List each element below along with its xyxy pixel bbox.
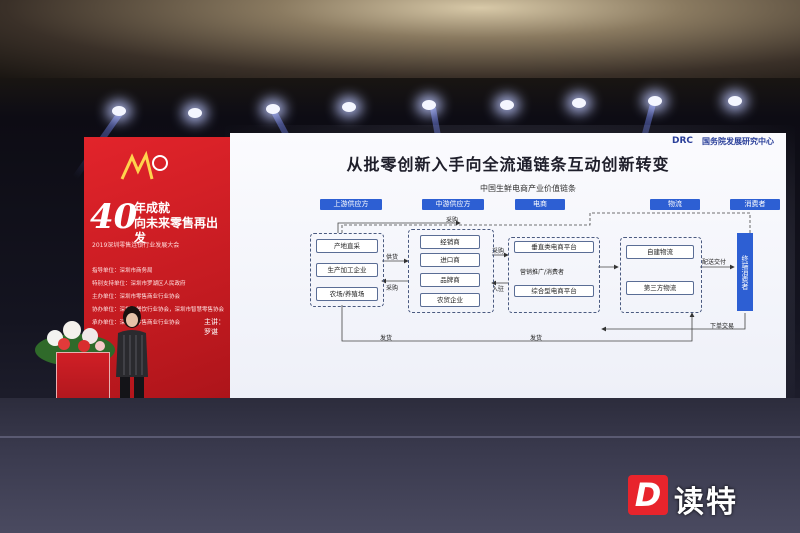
arrow-label-caigou-left: 采购 [386, 285, 399, 292]
banner-title-line2: 向未来零售再出发 [134, 216, 219, 245]
header-midstream: 中游供应方 [422, 199, 484, 210]
watermark-text: 读特 [674, 485, 738, 520]
banner-big-number: 40 [90, 197, 138, 237]
logistics-item: 自建物流 [626, 245, 694, 259]
slide-subtitle: 中国生鲜电商产业价值链条 [480, 184, 576, 193]
ceiling-lights [0, 0, 800, 78]
stage-spotlight [728, 96, 742, 106]
event-logo-icon [120, 150, 168, 180]
stage-spotlight [500, 100, 514, 110]
midstream-item: 农贸企业 [420, 293, 480, 307]
drc-org-name: 国务院发展研究中心 [702, 137, 774, 146]
stage-spotlight [112, 106, 126, 116]
banner-info-line: 协办单位：深圳市餐饮行业协会，深圳市智慧零售协会 [92, 307, 225, 313]
midstream-item: 进口商 [420, 253, 480, 267]
ecommerce-item: 综合型电商平台 [514, 285, 594, 297]
watermark-d-logo: D [628, 475, 668, 515]
stage-spotlight [422, 100, 436, 110]
arrow-label-ruzhu: 入驻 [492, 286, 505, 293]
slide-title: 从批零创新入手向全流通链条互动创新转变 [346, 155, 670, 174]
arrow-label-fahuo-left: 发货 [380, 335, 393, 342]
stage-edge [0, 436, 800, 438]
upstream-item: 农场/养殖场 [316, 287, 378, 301]
flower-arrangement-icon [35, 321, 115, 366]
ecommerce-item: 垂直类电商平台 [514, 241, 594, 253]
stage-spotlight [266, 104, 280, 114]
arrow-label-gonghuo: 供货 [386, 254, 399, 261]
stage-spotlight [188, 108, 202, 118]
midstream-item: 品牌商 [420, 273, 480, 287]
arrow-label-peisong: 配送交付 [702, 259, 727, 266]
dute-watermark: D 读特 [628, 475, 788, 520]
ecommerce-group [508, 237, 600, 313]
logistics-group [620, 237, 702, 313]
stage-spotlight [342, 102, 356, 112]
banner-speaker: 主讲：罗谌 [204, 318, 225, 336]
ecommerce-item: 营销推广/消费者 [520, 269, 565, 276]
end-consumer-box: 终端消费者 [737, 233, 753, 311]
banner-title: 年成就 向未来零售再出发 [134, 201, 226, 246]
banner-info-line: 指导单位：深圳市商务局 [92, 268, 153, 274]
upstream-item: 生产加工企业 [316, 263, 378, 277]
presentation-slide: DRC 国务院发展研究中心 从批零创新入手向全流通链条互动创新转变 中国生鲜电商… [230, 133, 786, 400]
arrow-label-fahuo-right: 发货 [530, 335, 543, 342]
drc-logo: DRC [672, 136, 694, 146]
header-ecommerce: 电商 [515, 199, 565, 210]
upstream-group [310, 233, 384, 307]
header-upstream: 上游供应方 [320, 199, 382, 210]
banner-info-line: 特别支持单位：深圳市罗湖区人民政府 [92, 281, 186, 287]
banner-subtitle: 2019深圳零售连锁行业发展大会 [92, 242, 180, 249]
banner-title-line1: 年成就 [134, 201, 171, 215]
banner-info-line: 主办单位：深圳市零售商业行业协会 [92, 294, 181, 300]
event-banner-screen: 40 年成就 向未来零售再出发 2019深圳零售连锁行业发展大会 指导单位：深圳… [84, 137, 230, 437]
midstream-item: 经销商 [420, 235, 480, 249]
stage-spotlight [648, 96, 662, 106]
arrow-label-xiadan: 下单交易 [710, 323, 735, 330]
header-consumer: 消费者 [730, 199, 780, 210]
logistics-item: 第三方物流 [626, 281, 694, 295]
midstream-group [408, 229, 494, 313]
arrow-label-caigou-mid: 采购 [492, 248, 505, 255]
header-logistics: 物流 [650, 199, 700, 210]
value-chain-connectors [337, 212, 751, 342]
upstream-item: 产地直采 [316, 239, 378, 253]
arrow-label-caigou-top: 采购 [446, 217, 459, 224]
stage-spotlight [572, 98, 586, 108]
